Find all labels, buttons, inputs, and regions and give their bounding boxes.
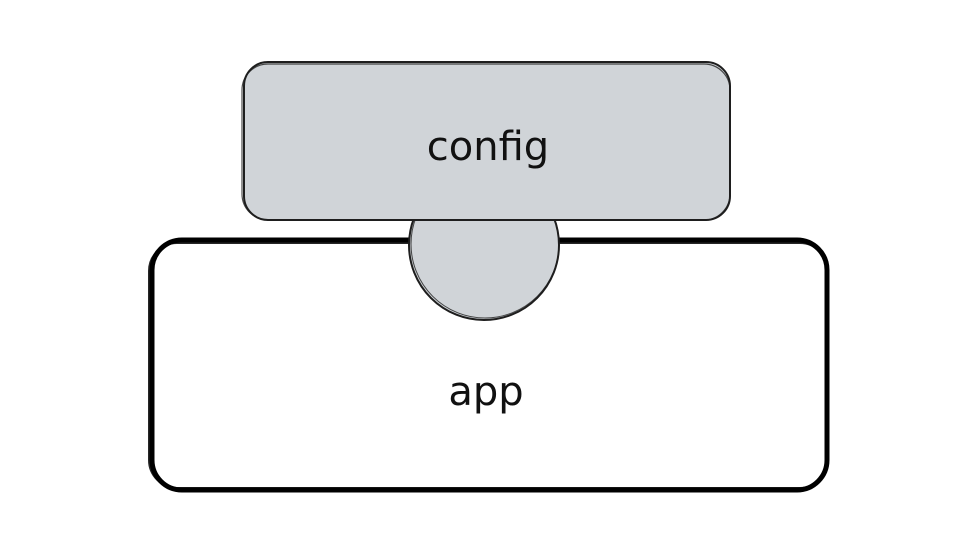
config-node[interactable]: config — [241, 61, 731, 221]
app-label: app — [448, 369, 523, 415]
config-label: config — [427, 124, 549, 170]
config-box-sketch-stroke — [241, 63, 731, 221]
app-node[interactable]: app — [148, 237, 830, 493]
